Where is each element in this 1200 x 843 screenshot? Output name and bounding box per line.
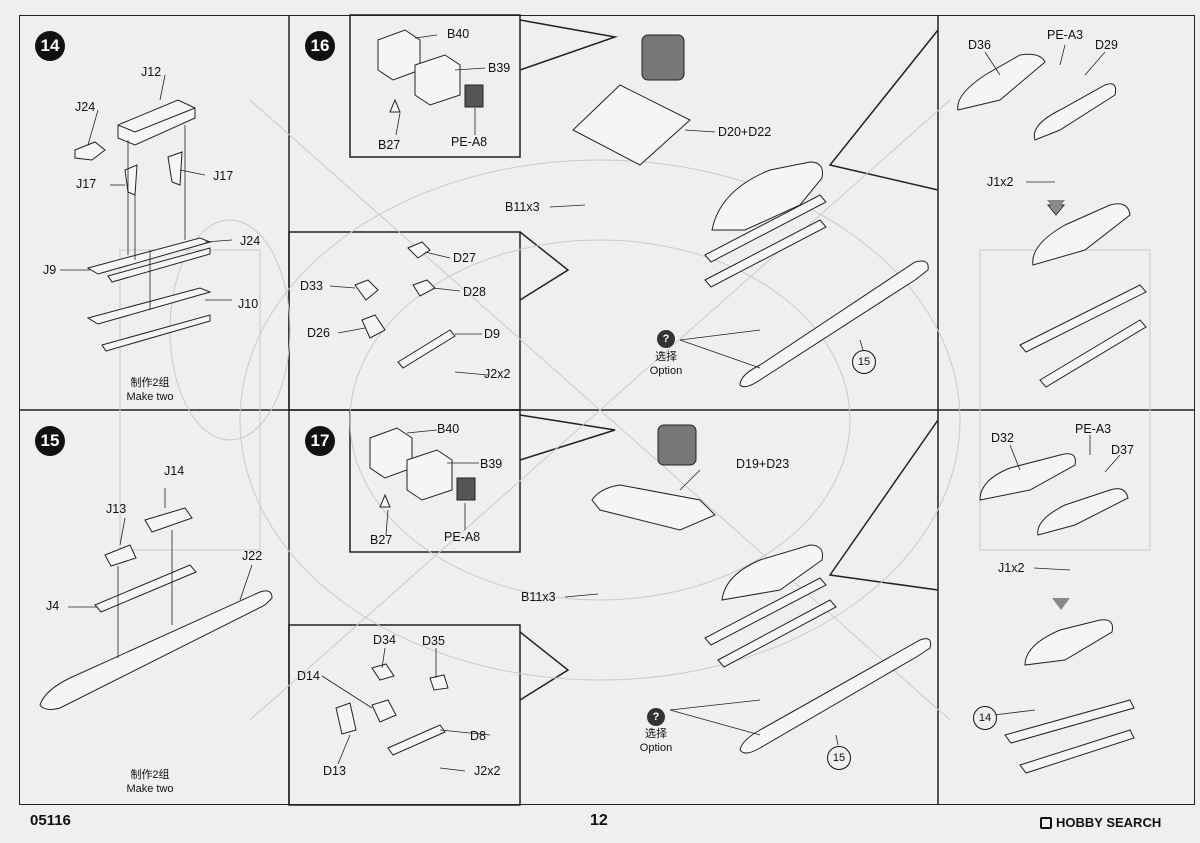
part-label-j1x2: J1x2 (998, 561, 1025, 575)
part-label-d20-d22: D20+D22 (718, 125, 772, 139)
part-label-j13: J13 (106, 502, 127, 516)
part-label-j24: J24 (75, 100, 96, 114)
part-label-b11x3: B11x3 (505, 200, 540, 214)
part-label-pe-a8: PE-A8 (444, 530, 481, 544)
part-label-b39: B39 (480, 457, 503, 471)
part-label-d28: D28 (463, 285, 486, 299)
part-label-d27: D27 (453, 251, 476, 265)
step-16-panel: 16 (289, 15, 938, 410)
part-label-d8: D8 (470, 729, 486, 743)
part-label-j2x2: J2x2 (474, 764, 501, 778)
part-label-b27: B27 (370, 533, 393, 547)
page-number: 12 (590, 812, 608, 829)
step-reference-badge: 14 (973, 706, 997, 730)
note-chinese: 制作2组 (130, 769, 170, 781)
note-english: Make two (126, 391, 174, 404)
part-label-j17: J17 (76, 177, 97, 191)
option-label: 选择 Option (636, 350, 696, 379)
step-15-panel: 15 (19, 410, 289, 805)
part-label-j2x2: J2x2 (484, 367, 511, 381)
option-english: Option (649, 365, 683, 378)
part-label-d36: D36 (968, 38, 991, 52)
step-number-badge: 15 (35, 426, 65, 456)
watermark-logo-icon (1040, 816, 1052, 829)
make-two-note: 制作2组 Make two (110, 376, 190, 405)
step-number-badge: 17 (305, 426, 335, 456)
part-label-d33: D33 (300, 279, 323, 293)
part-label-b40: B40 (447, 27, 470, 41)
part-label-d26: D26 (307, 326, 330, 340)
part-label-d19-d23: D19+D23 (736, 457, 790, 471)
part-label-pe-a3: PE-A3 (1075, 422, 1112, 436)
part-label-d13: D13 (323, 764, 346, 778)
part-label-d9: D9 (484, 327, 500, 341)
watermark-text: HOBBY SEARCH (1056, 815, 1162, 830)
part-label-b39: B39 (488, 61, 511, 75)
watermark: HOBBY SEARCH (1040, 815, 1161, 830)
option-question-icon: ? (657, 330, 675, 348)
part-label-j22: J22 (242, 549, 263, 563)
part-label-pe-a8: PE-A8 (451, 135, 488, 149)
part-label-d35: D35 (422, 634, 445, 648)
part-label-j10: J10 (238, 297, 259, 311)
step-number-badge: 14 (35, 31, 65, 61)
part-label-d29: D29 (1095, 38, 1118, 52)
part-label-d32: D32 (991, 431, 1014, 445)
step-14-panel: 14 (19, 15, 289, 410)
option-question-icon: ? (647, 708, 665, 726)
option-label: 选择 Option (626, 727, 686, 756)
step-17-panel: 17 (289, 410, 938, 805)
part-label-j12: J12 (141, 65, 162, 79)
part-label-j9: J9 (43, 263, 57, 277)
step-number-badge: 16 (305, 31, 335, 61)
part-label-j24: J24 (240, 234, 261, 248)
option-chinese: 选择 (655, 351, 677, 363)
note-english: Make two (126, 783, 174, 796)
part-label-d34: D34 (373, 633, 396, 647)
product-code: 05116 (30, 812, 71, 829)
part-label-j17: J17 (213, 169, 234, 183)
step-reference-badge: 15 (852, 350, 876, 374)
part-label-b27: B27 (378, 138, 401, 152)
part-label-j1x2: J1x2 (987, 175, 1014, 189)
note-chinese: 制作2组 (130, 377, 170, 389)
part-label-b40: B40 (437, 422, 460, 436)
part-label-d14: D14 (297, 669, 320, 683)
part-label-b11x3: B11x3 (521, 590, 556, 604)
part-label-pe-a3: PE-A3 (1047, 28, 1084, 42)
part-label-j14: J14 (164, 464, 185, 478)
step-reference-badge: 15 (827, 746, 851, 770)
option-english: Option (639, 742, 673, 755)
option-chinese: 选择 (645, 728, 667, 740)
part-label-d37: D37 (1111, 443, 1134, 457)
part-label-j4: J4 (46, 599, 60, 613)
make-two-note: 制作2组 Make two (110, 768, 190, 797)
